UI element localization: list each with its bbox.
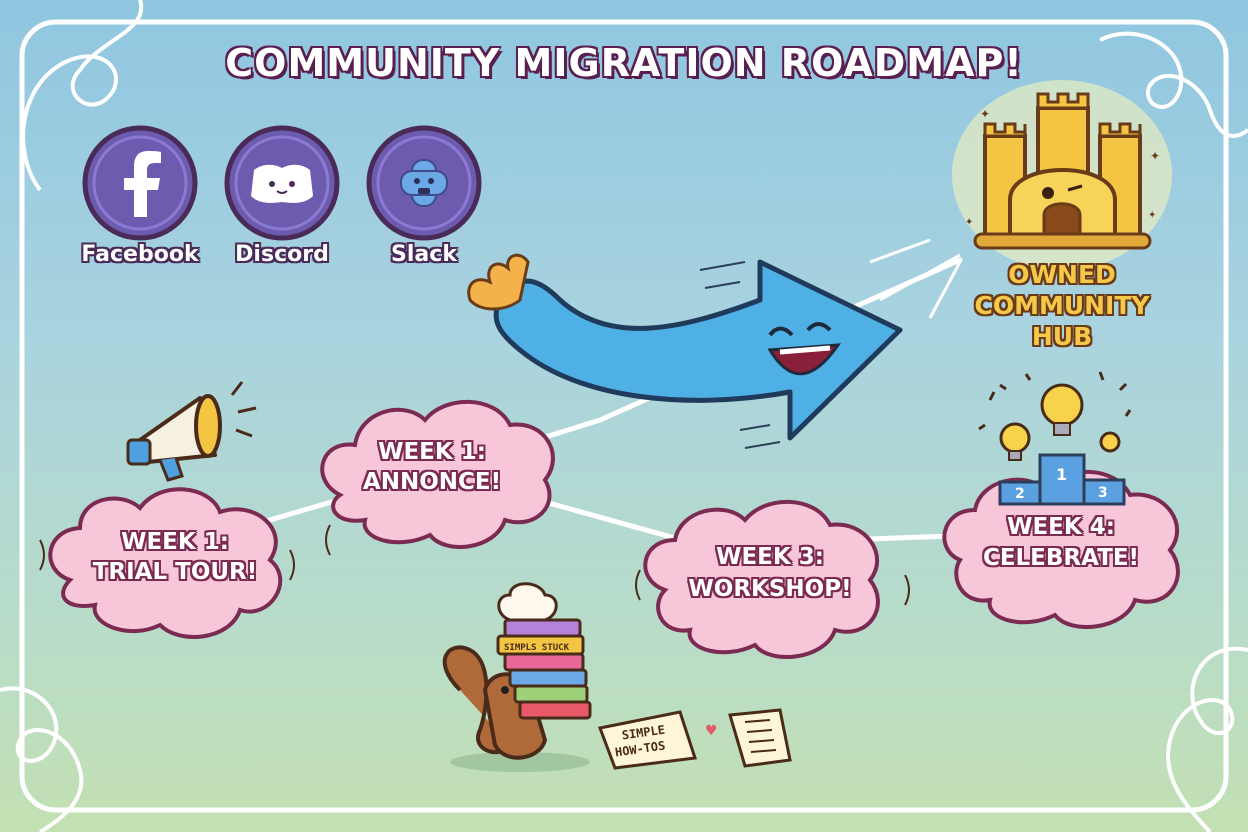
hub-line-2: COMMUNITY: [974, 291, 1150, 320]
svg-text:♥: ♥: [705, 723, 718, 739]
step-3-title: WORKSHOP!: [688, 576, 852, 602]
cloud-shape: [643, 499, 880, 659]
frame-border: [19, 19, 1229, 813]
book-spine-label: SIMPLS STUCK: [504, 643, 570, 653]
cloud-shape: [48, 487, 283, 639]
corner-swirl-br: [1166, 646, 1248, 832]
corner-swirl-tr: [1099, 31, 1248, 138]
corner-swirl-bl: [0, 686, 84, 832]
svg-text:✦: ✦: [965, 217, 973, 228]
step-2-week: WEEK 1:: [378, 439, 486, 465]
step-3-week: WEEK 3:: [716, 544, 824, 570]
podium-1: 1: [1056, 465, 1067, 484]
step-2-title: ANNONCE!: [362, 469, 502, 495]
step-4-title: CELEBRATE!: [982, 545, 1140, 571]
hub-line-3: HUB: [1031, 322, 1093, 351]
platform-label-facebook: Facebook: [81, 242, 199, 267]
svg-text:✦: ✦: [980, 107, 990, 121]
podium-2: 2: [1015, 486, 1025, 502]
platform-label-slack: Slack: [391, 242, 457, 267]
platform-label-discord: Discord: [235, 242, 329, 267]
podium-icon: 2 1 3: [978, 371, 1132, 506]
motion-lines: [39, 524, 910, 606]
squirrel-with-books-icon: SIMPLS STUCK SIMPLE HOW-TOS ♥: [442, 582, 792, 772]
step-1-week: WEEK 1:: [121, 529, 229, 555]
cloud-shape: [320, 399, 555, 549]
step-1-title: TRIAL TOUR!: [92, 559, 258, 585]
svg-text:✦: ✦: [1150, 149, 1160, 163]
paper-line-2: HOW-TOS: [614, 739, 666, 760]
podium-3: 3: [1098, 485, 1108, 501]
hub-line-1: OWNED: [1008, 260, 1116, 289]
discord-icon: [224, 125, 340, 241]
page-title: COMMUNITY MIGRATION ROADMAP!: [224, 41, 1023, 85]
slack-icon: [366, 125, 482, 241]
castle-icon: ✦ ✦ ✦ ✦: [952, 80, 1172, 270]
smiling-arrow-icon: [467, 238, 962, 449]
step-4-week: WEEK 4:: [1007, 514, 1115, 540]
facebook-icon: [82, 125, 198, 241]
megaphone-icon: [126, 381, 257, 482]
paper-line-1: SIMPLE: [621, 723, 666, 743]
corner-swirl-tl: [21, 0, 144, 192]
svg-text:✦: ✦: [1148, 210, 1156, 221]
cloud-shape: [942, 469, 1180, 629]
